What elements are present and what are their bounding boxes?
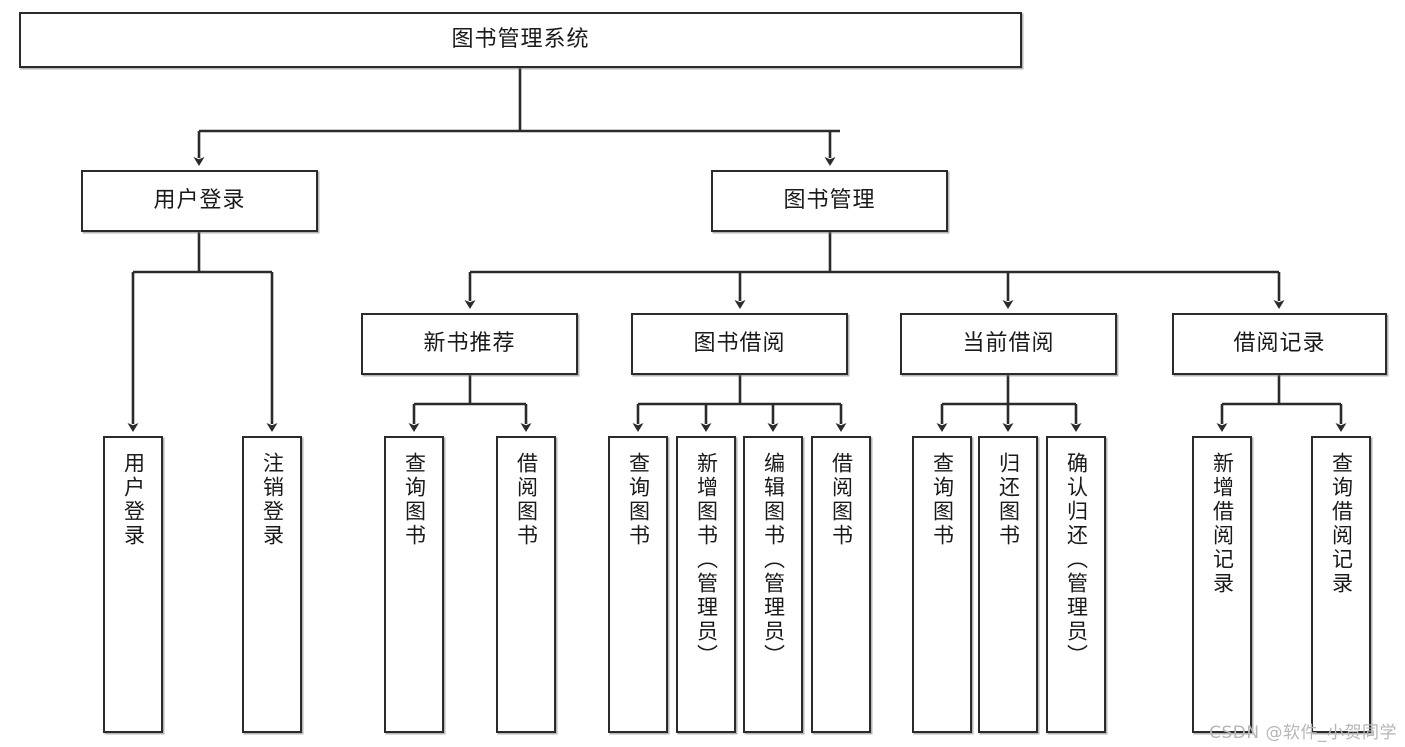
node-label: 用户登录: [153, 187, 246, 213]
node-current-borrow[interactable]: 当前借阅: [900, 313, 1117, 375]
csdn-watermark: CSDN @软件_小贺同学: [1209, 723, 1397, 743]
leaf-record-add-borrow-record[interactable]: 新增借阅记录: [1192, 436, 1252, 733]
leaf-current-return-book[interactable]: 归还图书: [978, 436, 1038, 733]
node-label: 新增图书（管理员）: [694, 452, 719, 668]
node-label: 注销登录: [260, 452, 285, 548]
node-label: 借阅图书: [514, 452, 539, 548]
leaf-user-login-login[interactable]: 用户登录: [103, 436, 163, 733]
node-label: 图书借阅: [693, 330, 786, 356]
node-borrow-record[interactable]: 借阅记录: [1172, 313, 1387, 375]
node-label: 查询图书: [626, 452, 651, 548]
leaf-borrow-add-book-admin[interactable]: 新增图书（管理员）: [676, 436, 736, 733]
node-root-book-management-system[interactable]: 图书管理系统: [19, 12, 1022, 68]
leaf-current-confirm-return-admin[interactable]: 确认归还（管理员）: [1046, 436, 1106, 733]
leaf-current-query-book[interactable]: 查询图书: [912, 436, 972, 733]
node-label: 查询图书: [402, 452, 427, 548]
node-label: 确认归还（管理员）: [1064, 452, 1089, 668]
node-label: 归还图书: [996, 452, 1021, 548]
node-book-management[interactable]: 图书管理: [711, 170, 948, 232]
leaf-borrow-query-book[interactable]: 查询图书: [608, 436, 668, 733]
leaf-borrow-edit-book-admin[interactable]: 编辑图书（管理员）: [743, 436, 803, 733]
node-label: 图书管理: [783, 187, 876, 213]
leaf-new-book-borrow-book[interactable]: 借阅图书: [496, 436, 556, 733]
node-label: 新书推荐: [423, 330, 516, 356]
leaf-borrow-borrow-book[interactable]: 借阅图书: [811, 436, 871, 733]
node-label: 新增借阅记录: [1210, 452, 1235, 596]
node-label: 查询借阅记录: [1329, 452, 1354, 596]
leaf-new-book-query-book[interactable]: 查询图书: [384, 436, 444, 733]
node-book-borrow[interactable]: 图书借阅: [631, 313, 848, 375]
node-label: 编辑图书（管理员）: [761, 452, 786, 668]
node-label: 借阅记录: [1233, 330, 1326, 356]
node-label: 借阅图书: [829, 452, 854, 548]
node-user-login[interactable]: 用户登录: [81, 170, 318, 232]
node-new-book-recommend[interactable]: 新书推荐: [361, 313, 578, 375]
node-label: 图书管理系统: [451, 26, 590, 52]
leaf-user-login-logout[interactable]: 注销登录: [242, 436, 302, 733]
node-label: 当前借阅: [962, 330, 1055, 356]
node-label: 查询图书: [930, 452, 955, 548]
leaf-record-query-borrow-record[interactable]: 查询借阅记录: [1311, 436, 1371, 733]
node-label: 用户登录: [121, 452, 146, 548]
